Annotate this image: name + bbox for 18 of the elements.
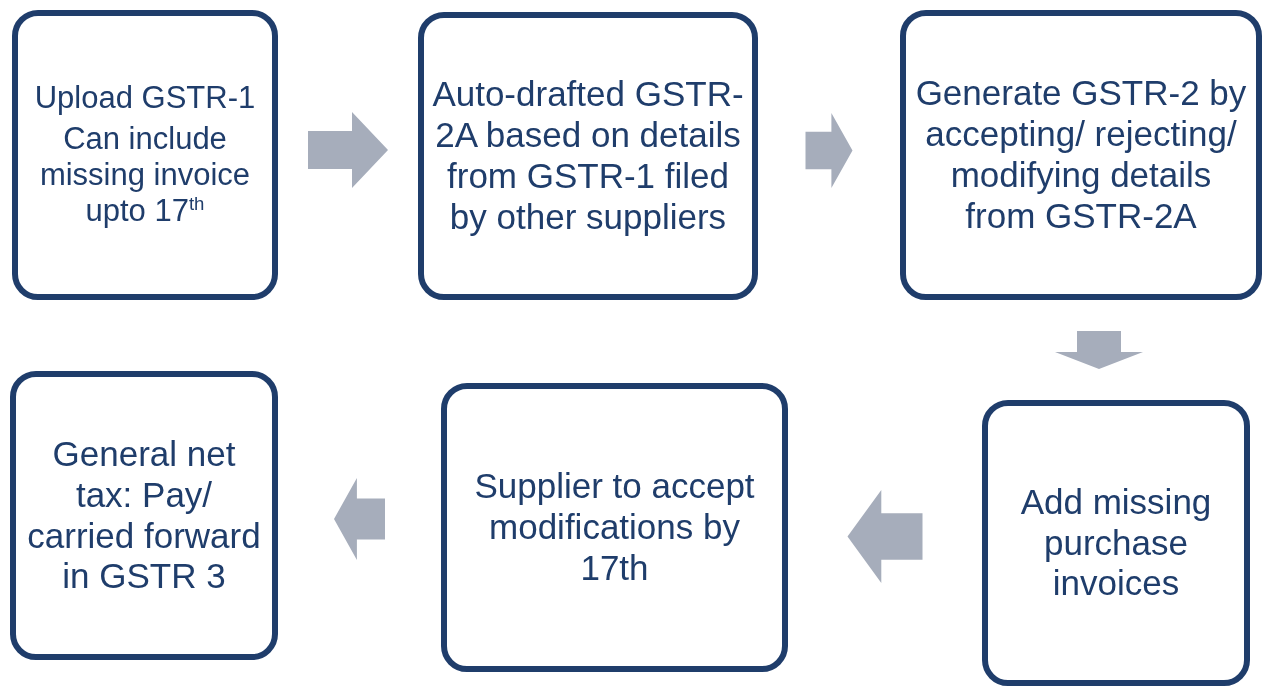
box-text: Add missing purchase invoices bbox=[1019, 481, 1213, 605]
box-text: Supplier to accept modifications by 17th bbox=[473, 466, 756, 589]
block-arrow bbox=[334, 478, 385, 560]
process-box bbox=[10, 371, 278, 660]
block-arrow bbox=[308, 112, 388, 188]
process-box bbox=[12, 10, 278, 300]
box-text: General net tax: Pay/ carried forward in GSTR 3 bbox=[26, 433, 262, 598]
process-box bbox=[441, 383, 788, 672]
process-box bbox=[982, 400, 1250, 686]
block-arrow bbox=[847, 490, 923, 583]
box-text: Upload GSTR-1 bbox=[34, 80, 256, 117]
block-arrow bbox=[805, 113, 853, 188]
block-arrow bbox=[1055, 331, 1143, 369]
box-text: Can include missing invoice upto 17$^{th}$ bbox=[38, 120, 252, 230]
process-box bbox=[418, 12, 758, 300]
box-text: Auto-drafted GSTR-2A based on details from GSTR-1 filed by other suppliers bbox=[432, 74, 744, 238]
box-text: Generate GSTR-2 by accepting/ rejecting/ modifying details from GSTR-2A bbox=[914, 73, 1248, 237]
process-box bbox=[900, 10, 1262, 300]
